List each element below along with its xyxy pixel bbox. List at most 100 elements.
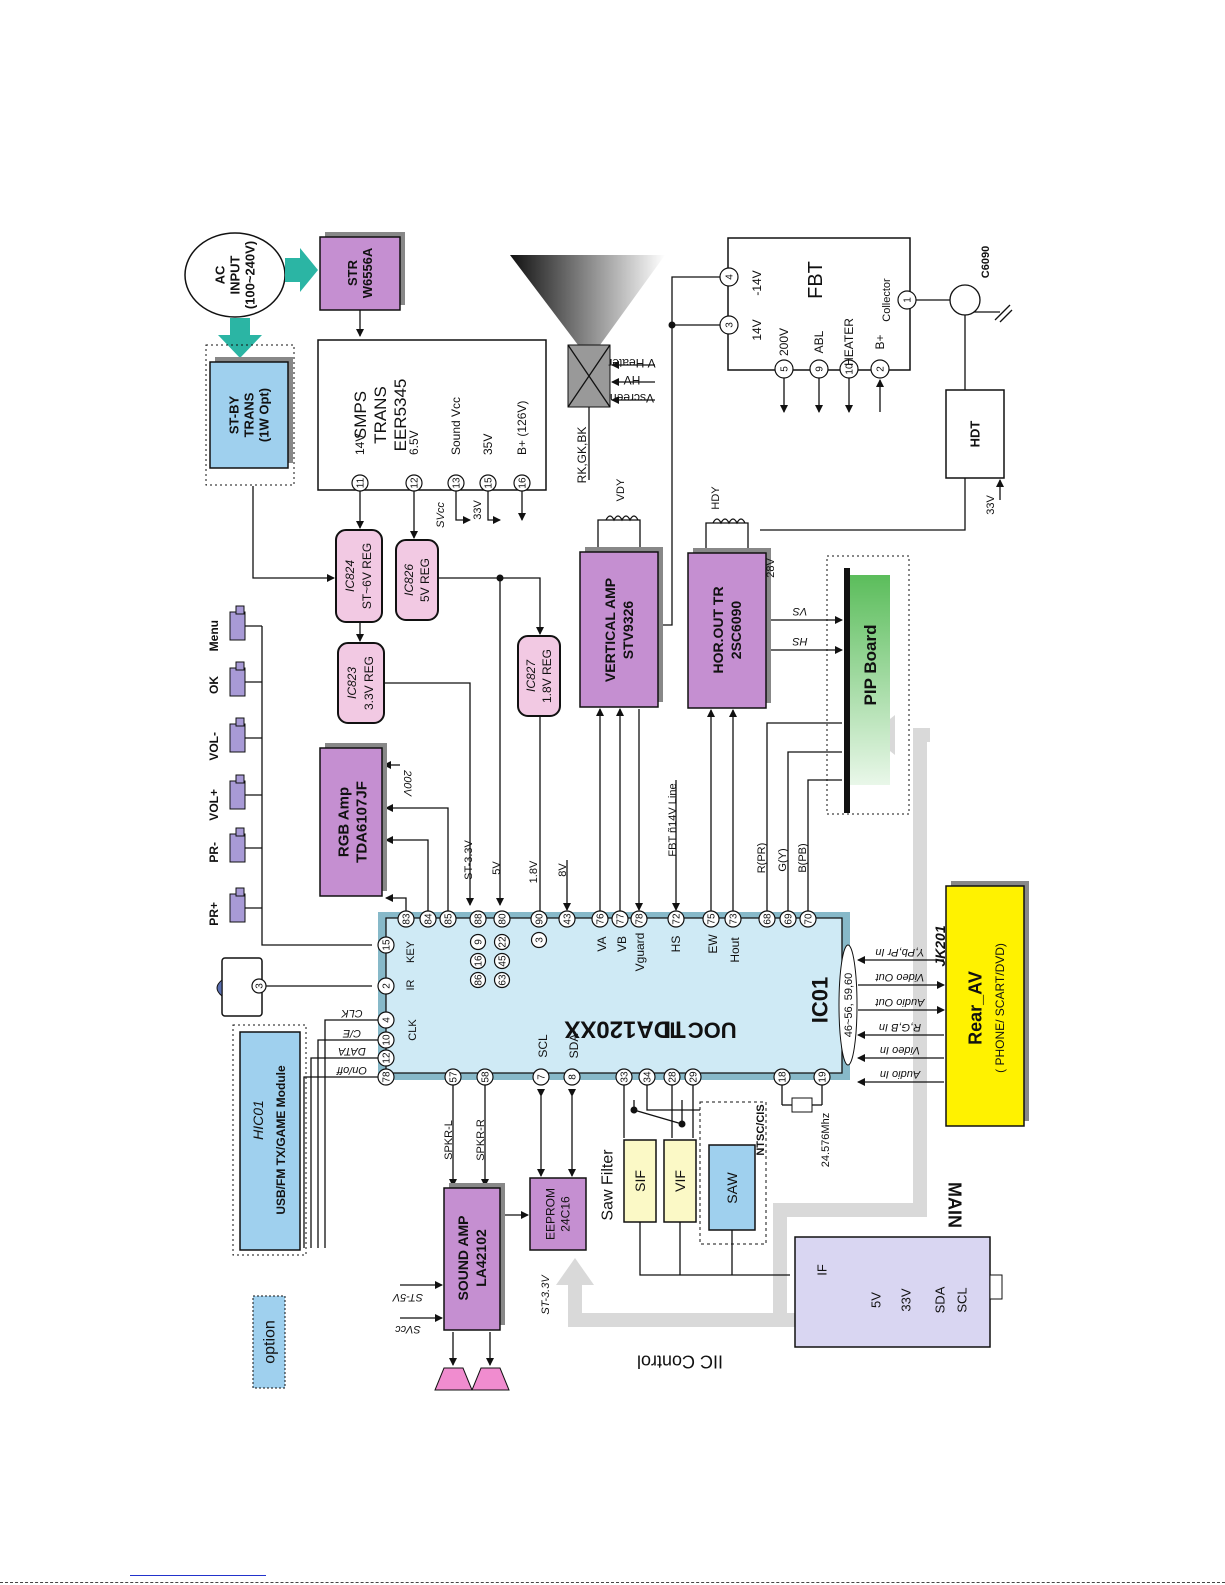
main-pin-33v-line: 33V: [899, 1288, 914, 1311]
hdy-label: HDY: [710, 486, 722, 510]
pip-b-label-line: B(PB): [797, 843, 809, 872]
uoc-top-pin-85: [439, 910, 457, 928]
vif-label: VIF: [672, 1170, 688, 1192]
crt-label-0-line: V Heater: [608, 356, 655, 370]
button-label-3-line: VOL-: [207, 732, 221, 761]
pip-label: PIP Board: [861, 625, 880, 706]
ntsc-label-line: NTSC/CIS: [755, 1104, 767, 1155]
stby-label: ST-BYTRANS(1W Opt): [227, 388, 272, 442]
option-legend-label-line: option: [262, 1320, 279, 1364]
fbt-pin-5-label: 200V: [777, 328, 791, 356]
fbt-pin-1-num-line: 1: [903, 297, 914, 303]
uoc-left-pin-10-3-num-line: 10: [382, 1034, 393, 1046]
saw-filter-label: Saw Filter: [600, 1149, 617, 1221]
c6090-gnd-1: [994, 304, 1011, 321]
speaker-right: [471, 1367, 510, 1391]
hdy-coil-winding: [712, 518, 746, 525]
uoc-va-label-line: VA: [595, 936, 609, 951]
spkr-r-label: SPKR-R: [475, 1119, 487, 1161]
fbt-pin-2-num: 2: [876, 366, 887, 372]
footer-rule: [0, 1582, 1225, 1583]
uoc-sda-label-line: SDA: [567, 1034, 581, 1059]
uoc-va-label: VA: [595, 936, 609, 951]
button-cap-2: [235, 774, 245, 784]
fbt14-line-label-line: FBT ñ14V Line: [667, 783, 679, 856]
fbt-pin-9-num: 9: [815, 366, 826, 372]
sound-amp-block: [443, 1187, 501, 1331]
uoc-pin-3-gnd-num-line: 3: [535, 937, 546, 943]
uoc-ir-label-line: IR: [405, 979, 417, 990]
hdt-33v-label: 33V: [985, 495, 997, 515]
uoc-bottom-pin-33: [615, 1068, 633, 1086]
uoc-left-pin-2-1: [377, 977, 395, 995]
main-pin-33v: 33V: [899, 1288, 914, 1311]
uoc-bottom-pin-28-num-line: 28: [668, 1071, 679, 1083]
uoc-top-pin-83: [397, 910, 415, 928]
smps-label-line: TRANS: [371, 386, 390, 444]
av-label-4-line: Video In: [880, 1044, 920, 1056]
key-bus-wire: [261, 626, 372, 946]
button-label-1: PR-: [207, 842, 221, 863]
crt-label-1: HV: [624, 373, 641, 387]
uoc-pwr-pin-16: [469, 952, 487, 970]
sound-svcc-label: SVcc: [395, 1323, 421, 1335]
v18-rail-label: 1.8V: [528, 860, 540, 883]
fbt-pin-4-label-line: -14V: [750, 270, 764, 295]
fbt-pin-3-label-line: 14V: [750, 319, 764, 340]
button-label-5: Menu: [207, 620, 221, 651]
button-label-0-line: PR+: [207, 902, 221, 926]
uoc-top-pin-80-num-line: 80: [498, 913, 509, 925]
stby-label-line: TRANS: [242, 392, 257, 437]
stby-label-line: ST-BY: [227, 396, 242, 435]
ic826-junction: [496, 574, 504, 582]
ctrl-wire-3: [303, 1076, 378, 1248]
uoc-bottom-pin-34-num: 34: [643, 1071, 654, 1083]
rear-av-label-line: Rear_AV: [965, 971, 985, 1045]
uoc-av-port: [838, 944, 858, 1066]
smps-pin-label-16-line: B+ (126V): [515, 401, 529, 455]
ac-input-label-line: INPUT: [228, 255, 243, 294]
v5-rail-label: 5V: [491, 861, 503, 875]
str-label: STRW6556A: [345, 247, 375, 298]
c6090-gnd-2: [999, 309, 1013, 323]
pip-block: [850, 575, 890, 785]
uoc-top-pin-43-num-line: 43: [563, 913, 574, 925]
smps-pin-15-num: 15: [484, 477, 495, 489]
uoc-key-label-line: KEY: [405, 940, 417, 963]
vert-amp-label-line: STV9326: [620, 601, 636, 660]
hdt-33v-label-line: 33V: [985, 495, 997, 515]
ctrl-wire-0: [324, 1019, 378, 1248]
uoc-left-pin-12-4: [377, 1049, 395, 1067]
usb-module-label-line: USB/FM TX/GAME Module: [274, 1065, 288, 1215]
uoc-top-pin-72-num-line: 72: [672, 913, 683, 925]
uoc-bottom-pin-18: [773, 1068, 791, 1086]
rgb-wire-1: [385, 894, 407, 911]
if-to-sif: [639, 1222, 790, 1276]
fbt-label: FBT: [805, 261, 827, 299]
rgb-200v-label-line: 200V: [401, 769, 413, 797]
uoc-sda-label: SDA: [567, 1034, 581, 1059]
rear-av-label: Rear_AV: [965, 971, 985, 1045]
ctrl-label-1-line: C/E: [342, 1027, 361, 1039]
uoc-bottom-pin-18-num: 18: [778, 1071, 789, 1083]
ic827-label-line: IC827: [524, 659, 538, 692]
av-label-3-line: R,G,B In: [879, 1021, 921, 1033]
uoc-pwr-pin-22: [493, 933, 511, 951]
uoc-bottom-pin-29: [684, 1068, 702, 1086]
fbt-pin-1-label-line: Collector: [881, 278, 893, 322]
uoc-pwr-pin-22-num: 22: [498, 936, 509, 948]
uoc-pwr-pin-86-num: 86: [474, 974, 485, 986]
v8-rail-label-line: 8V: [557, 863, 569, 877]
button-cap-4: [235, 661, 245, 671]
ic824-label: IC824: [343, 560, 357, 592]
uoc-vb-label: VB: [615, 936, 629, 952]
uoc-key-label: KEY: [405, 940, 417, 963]
smps-label: SMPSTRANSEER5345: [351, 379, 410, 452]
vif-block: [663, 1139, 697, 1223]
rgb-amp-label-line: TDA6107JF: [353, 781, 370, 863]
ic827-label: IC827: [524, 659, 538, 692]
main-label: MAIN: [945, 1182, 965, 1228]
